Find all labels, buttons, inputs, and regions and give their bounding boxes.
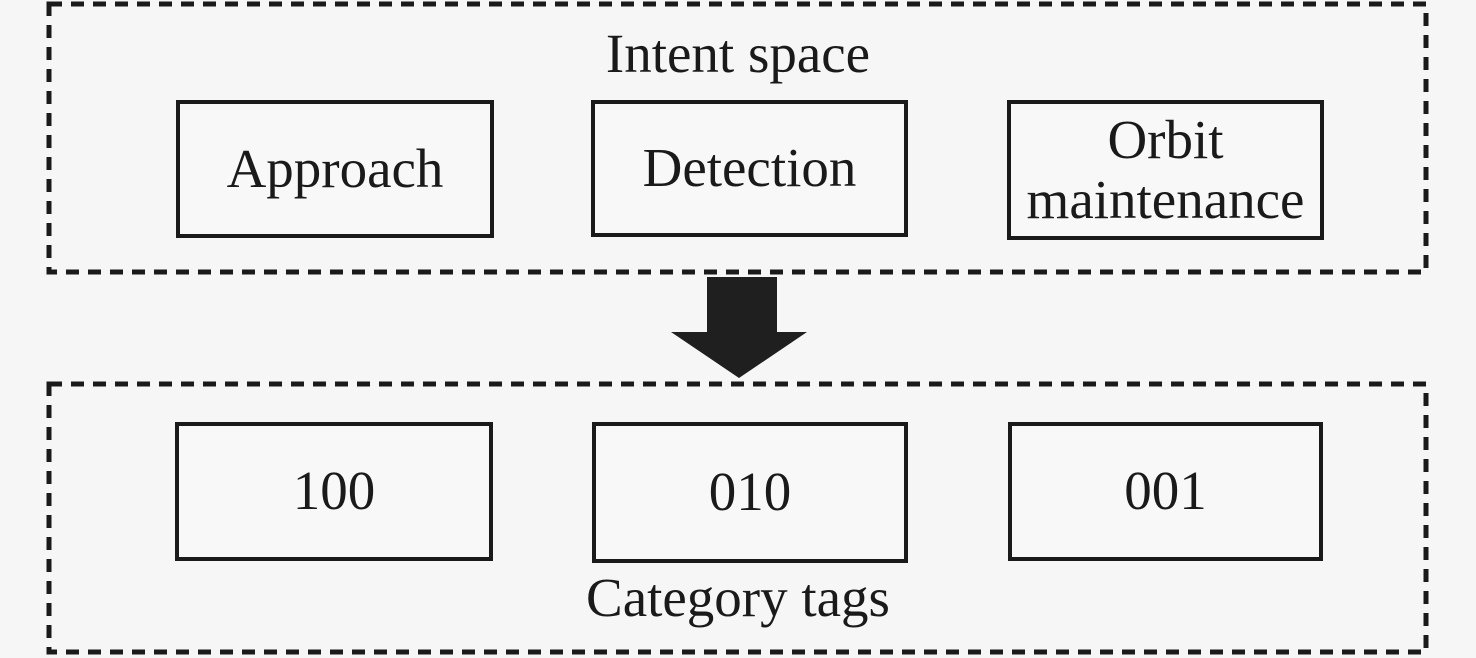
category-tag-box-100: 100 (175, 422, 493, 561)
down-arrow-icon (671, 277, 807, 378)
category-tags-container-border (46, 381, 1429, 655)
intent-box-detection: Detection (591, 100, 908, 237)
intent-space-container-border (46, 1, 1429, 275)
intent-box-approach: Approach (176, 100, 494, 238)
category-tags-title: Category tags (586, 567, 890, 628)
intent-box-orbit-maintenance: Orbit maintenance (1007, 100, 1324, 240)
category-tag-box-001: 001 (1008, 422, 1323, 561)
intent-space-title: Intent space (605, 23, 871, 84)
category-tag-box-010: 010 (592, 422, 908, 563)
